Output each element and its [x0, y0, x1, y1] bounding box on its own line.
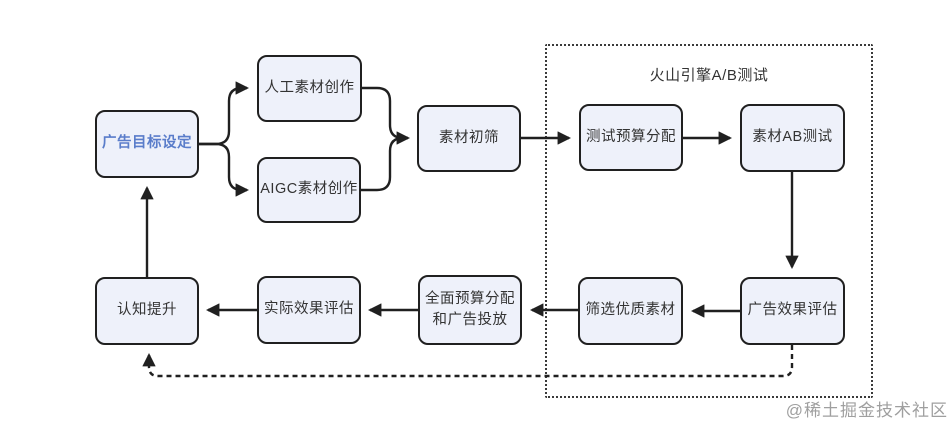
node-filter-materials-label: 筛选优质素材: [585, 302, 676, 319]
node-full-budget-launch-label: 全面预算分配 和广告投放: [425, 290, 515, 328]
node-cognition-boost-label: 认知提升: [117, 302, 177, 319]
edge-manual-to-screening: [362, 86, 411, 145]
node-full-budget-launch: 全面预算分配 和广告投放: [418, 275, 522, 345]
node-material-ab-test-label: 素材AB测试: [752, 129, 833, 146]
node-manual-creation: 人工素材创作: [257, 55, 362, 122]
node-material-ab-test: 素材AB测试: [740, 104, 845, 172]
node-cognition-boost: 认知提升: [95, 277, 199, 345]
watermark-text: @稀土掘金技术社区: [785, 401, 948, 420]
edge-goal-to-aigc: [198, 142, 250, 197]
node-actual-evaluation-label: 实际效果评估: [264, 301, 354, 318]
edge-adeval-to-cognition-dashed: [142, 345, 794, 378]
node-ad-effect-eval: 广告效果评估: [740, 277, 845, 345]
ab-test-group-frame: 火山引擎A/B测试: [545, 44, 873, 398]
node-initial-screening-label: 素材初筛: [439, 129, 499, 146]
node-aigc-creation-label: AIGC素材创作: [260, 181, 358, 198]
edge-goal-to-manual: [198, 81, 250, 146]
node-initial-screening: 素材初筛: [417, 105, 521, 172]
ab-test-group-title: 火山引擎A/B测试: [649, 67, 769, 84]
node-test-budget-label: 测试预算分配: [586, 128, 676, 145]
node-manual-creation-label: 人工素材创作: [264, 79, 355, 96]
node-ad-goal-label: 广告目标设定: [102, 135, 192, 152]
node-ad-effect-eval-label: 广告效果评估: [747, 302, 838, 319]
node-filter-materials: 筛选优质素材: [578, 277, 683, 345]
node-aigc-creation: AIGC素材创作: [257, 157, 361, 223]
node-ad-goal: 广告目标设定: [95, 110, 199, 178]
node-actual-evaluation: 实际效果评估: [257, 276, 361, 344]
edge-aigc-to-screening: [360, 136, 404, 192]
node-test-budget: 测试预算分配: [579, 104, 683, 171]
